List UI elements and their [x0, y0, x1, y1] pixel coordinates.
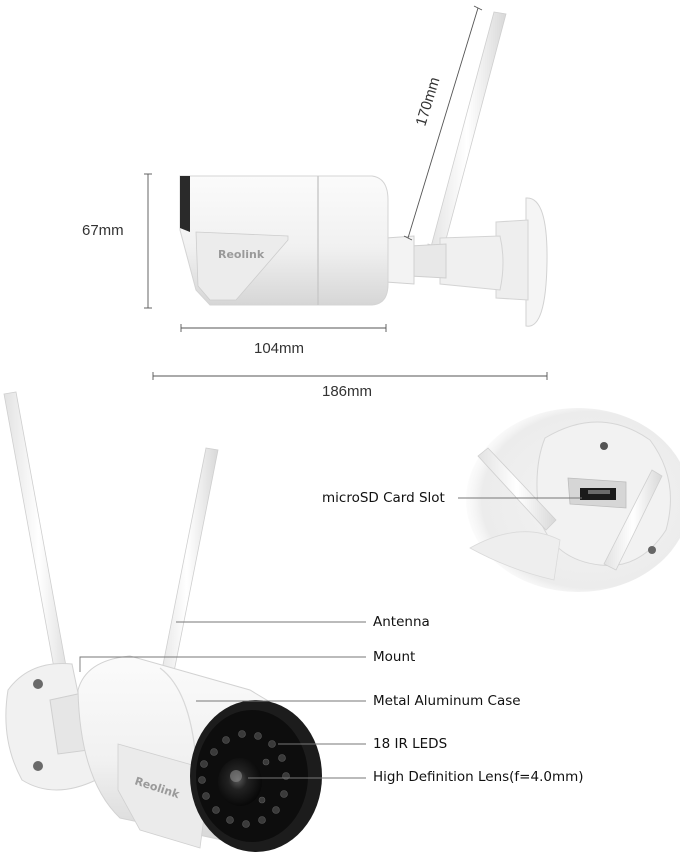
side-view-body: Reolink — [179, 175, 389, 306]
mount-leader-line — [79, 656, 366, 672]
dimension-lines — [144, 5, 548, 380]
hd-lens — [218, 758, 262, 806]
metal-aluminum-case-label: Metal Aluminum Case — [373, 693, 521, 709]
height-dimension-label: 67mm — [82, 222, 124, 239]
callout-lines — [79, 497, 582, 779]
ir-leds — [198, 730, 290, 828]
side-view-brand-logo: Reolink — [218, 248, 265, 261]
front-view-lens-face — [190, 700, 322, 852]
antenna-dimension-line — [407, 7, 479, 239]
side-view-antenna — [421, 11, 507, 273]
front-view-camera: Reolink — [3, 391, 322, 852]
microsd-card-slot-label: microSD Card Slot — [322, 490, 445, 506]
total-length-dimension-label: 186mm — [322, 383, 373, 400]
antenna-label: Antenna — [373, 614, 430, 630]
length-dimension-label: 104mm — [254, 340, 305, 357]
mount-label: Mount — [373, 649, 416, 665]
front-view-right-antenna — [155, 447, 219, 703]
ir-leds-label: 18 IR LEDS — [373, 736, 448, 752]
side-view-wall-mount — [385, 197, 548, 327]
microsd-inset — [466, 408, 680, 592]
hd-lens-label: High Definition Lens(f=4.0mm) — [373, 769, 584, 785]
side-view-camera: Reolink — [179, 11, 548, 327]
